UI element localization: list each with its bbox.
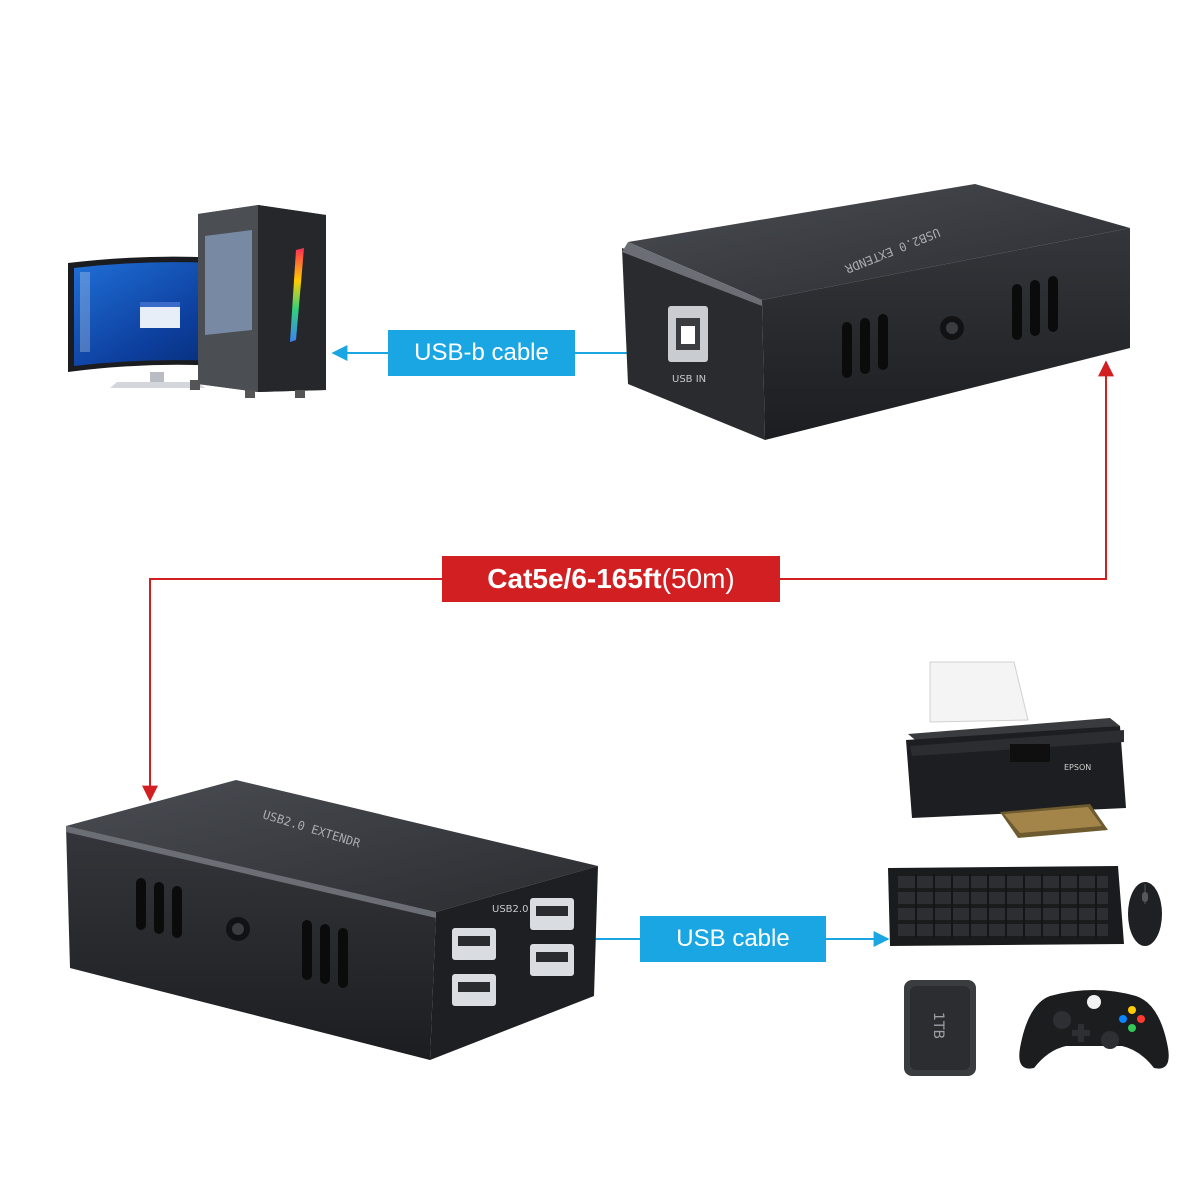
cat-cable-length-text: (50m) xyxy=(662,563,735,595)
cat-cable-line-left xyxy=(150,579,442,800)
receiver-vent-left xyxy=(136,878,182,938)
keyboard-icon xyxy=(888,866,1124,946)
transmitter-extender: USB IN USB2.0 EXTENDR xyxy=(622,184,1130,440)
cat-cable-label: Cat5e/6-165ft(50m) xyxy=(442,556,780,602)
usb-cable-text: USB cable xyxy=(676,925,789,953)
button-b-icon xyxy=(1137,1015,1145,1023)
game-controller-icon xyxy=(1019,990,1168,1069)
button-a-icon xyxy=(1128,1024,1136,1032)
button-x-icon xyxy=(1119,1015,1127,1023)
transmitter-vent-left xyxy=(842,314,888,378)
mouse-icon xyxy=(1128,882,1162,946)
cat-cable-text: Cat5e/6-165ft xyxy=(487,563,661,595)
printer-brand-label: EPSON xyxy=(1064,763,1091,772)
computer-icon xyxy=(68,205,326,398)
printer-icon: EPSON xyxy=(906,662,1126,838)
usb-b-cable-label: USB-b cable xyxy=(388,330,575,376)
transmitter-vent-right xyxy=(1012,276,1058,340)
receiver-vent-right xyxy=(302,920,348,988)
external-hdd-icon: 1TB xyxy=(904,980,976,1076)
receiver-extender: USB2.0 EXTENDR USB2.0 OUT xyxy=(66,780,598,1060)
button-y-icon xyxy=(1128,1006,1136,1014)
usb-in-port-label: USB IN xyxy=(672,374,706,385)
hdd-capacity-label: 1TB xyxy=(930,1012,946,1039)
usb-b-cable-text: USB-b cable xyxy=(414,339,549,367)
usb-cable-label: USB cable xyxy=(640,916,826,962)
